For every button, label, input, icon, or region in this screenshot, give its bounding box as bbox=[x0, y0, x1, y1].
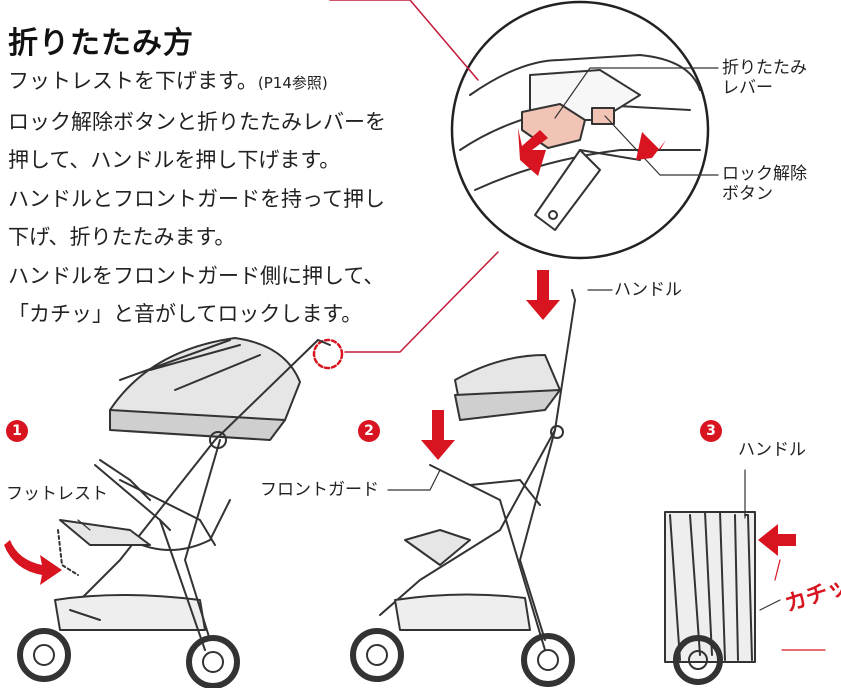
fold-lever-label: 折りたたみ レバー bbox=[722, 58, 807, 98]
step-number-1: 1 bbox=[6, 420, 28, 442]
zoom-detail-circle bbox=[450, 0, 710, 260]
arrow-down-guard bbox=[421, 410, 455, 460]
instruction-line: ハンドルとフロントガードを持って押し bbox=[8, 186, 385, 211]
stroller-step-2 bbox=[350, 289, 576, 687]
arrow-lower-footrest bbox=[4, 540, 62, 585]
fold-lever-label-line1: 折りたたみ bbox=[722, 58, 807, 78]
lock-release-label-line1: ロック解除 bbox=[722, 164, 807, 184]
fold-lever-label-line2: レバー bbox=[722, 78, 773, 98]
zoom-connector-top bbox=[329, 0, 479, 81]
zoom-connector-bottom bbox=[344, 251, 499, 353]
handle-label-step3: ハンドル bbox=[738, 440, 806, 460]
arrow-down-handle bbox=[526, 270, 560, 320]
footrest-label: フットレスト bbox=[6, 484, 108, 504]
handle-label-step2: ハンドル bbox=[614, 280, 682, 300]
instruction-line: ハンドルをフロントガード側に押して、 bbox=[8, 263, 385, 288]
page-title: 折りたたみ方 bbox=[8, 26, 194, 61]
instruction-line: 下げ、折りたたみます。 bbox=[8, 225, 236, 249]
instruction-block: フットレストを下げます。(P14参照) ロック解除ボタンと折りたたみレバーを 押… bbox=[8, 62, 428, 334]
stroller-step-3-folded bbox=[664, 511, 781, 685]
step-number-3: 3 bbox=[700, 420, 722, 442]
step-number-2: 2 bbox=[358, 420, 380, 442]
arrow-push-folded bbox=[758, 524, 796, 556]
instruction-line: 押して、ハンドルを押し下げます。 bbox=[8, 148, 341, 172]
lock-release-label: ロック解除 ボタン bbox=[722, 164, 807, 204]
page-reference: (P14参照) bbox=[257, 74, 328, 92]
arrow-push-button bbox=[636, 132, 666, 160]
front-guard-label: フロントガード bbox=[260, 480, 379, 500]
stroller-step-1 bbox=[17, 337, 331, 688]
handle-zoom-marker bbox=[312, 338, 344, 370]
instruction-line: ロック解除ボタンと折りたたみレバーを bbox=[8, 109, 386, 134]
arrow-push-lever bbox=[518, 128, 548, 176]
instruction-line: 「カチッ」と音がしてロックします。 bbox=[8, 302, 363, 326]
instruction-text: フットレストを下げます。 bbox=[8, 69, 258, 93]
lock-release-label-line2: ボタン bbox=[722, 184, 773, 204]
instruction-line: フットレストを下げます。(P14参照) bbox=[8, 62, 428, 103]
